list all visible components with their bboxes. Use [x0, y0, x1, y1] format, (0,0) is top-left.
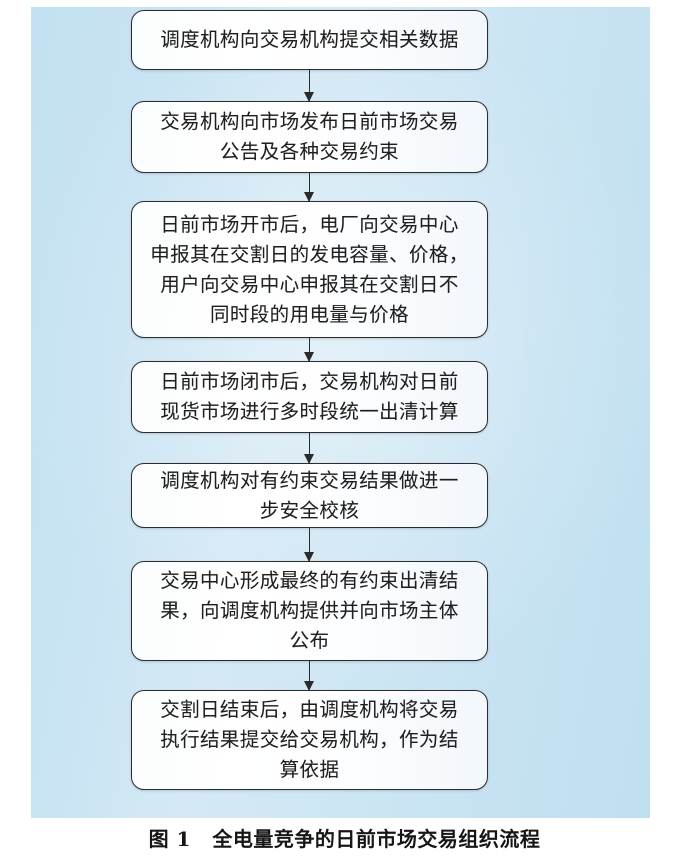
flow-node-label: 交易中心形成最终的有约束出清结 果，向调度机构提供并向市场主体 公布	[160, 569, 459, 652]
flow-node-label: 日前市场闭市后，交易机构对日前 现货市场进行多时段统一出清计算	[160, 370, 459, 423]
flow-node-security-check: 调度机构对有约束交易结果做进一 步安全校核	[131, 463, 488, 528]
arrow-head-icon	[304, 454, 315, 464]
flow-node-label: 调度机构对有约束交易结果做进一 步安全校核	[160, 468, 459, 522]
figure-caption-label: 图 1	[148, 827, 191, 851]
flow-node-publish-market-notice: 交易机构向市场发布日前市场交易 公告及各种交易约束	[131, 101, 488, 173]
arrow-head-icon	[304, 192, 315, 202]
flow-node-submit-data-to-exchange: 调度机构向交易机构提交相关数据	[131, 10, 488, 70]
arrow-4-to-5	[131, 433, 488, 464]
arrow-6-to-7	[131, 661, 488, 691]
flow-node-settlement-basis: 交割日结束后，由调度机构将交易 执行结果提交给交易机构，作为结 算依据	[131, 690, 488, 790]
arrow-5-to-6	[131, 528, 488, 562]
arrow-1-to-2	[131, 70, 488, 102]
flowchart: 调度机构向交易机构提交相关数据 交易机构向市场发布日前市场交易 公告及各种交易约…	[131, 10, 488, 790]
arrow-shaft	[304, 70, 315, 102]
flow-node-label: 日前市场开市后，电厂向交易中心 申报其在交割日的发电容量、价格， 用户向交易中心…	[150, 212, 469, 326]
arrow-head-icon	[304, 681, 315, 691]
flow-node-declare-capacity-and-price: 日前市场开市后，电厂向交易中心 申报其在交割日的发电容量、价格， 用户向交易中心…	[131, 201, 488, 338]
arrow-shaft	[304, 338, 315, 362]
arrow-head-icon	[304, 552, 315, 562]
flow-node-multi-period-clearing: 日前市场闭市后，交易机构对日前 现货市场进行多时段统一出清计算	[131, 361, 488, 433]
arrow-shaft	[304, 433, 315, 464]
flow-node-label: 交割日结束后，由调度机构将交易 执行结果提交给交易机构，作为结 算依据	[160, 698, 459, 781]
flow-node-label: 调度机构向交易机构提交相关数据	[160, 28, 459, 51]
arrow-shaft	[304, 173, 315, 202]
arrow-head-icon	[304, 92, 315, 102]
arrow-shaft	[304, 528, 315, 562]
flow-node-final-constrained-clearing-result: 交易中心形成最终的有约束出清结 果，向调度机构提供并向市场主体 公布	[131, 561, 488, 661]
arrow-shaft	[304, 661, 315, 691]
arrow-2-to-3	[131, 173, 488, 202]
arrow-3-to-4	[131, 338, 488, 362]
figure-caption-title: 全电量竞争的日前市场交易组织流程	[212, 827, 541, 851]
arrow-head-icon	[304, 352, 315, 362]
flow-node-label: 交易机构向市场发布日前市场交易 公告及各种交易约束	[160, 110, 459, 163]
figure-caption: 图 1 全电量竞争的日前市场交易组织流程	[0, 823, 689, 852]
